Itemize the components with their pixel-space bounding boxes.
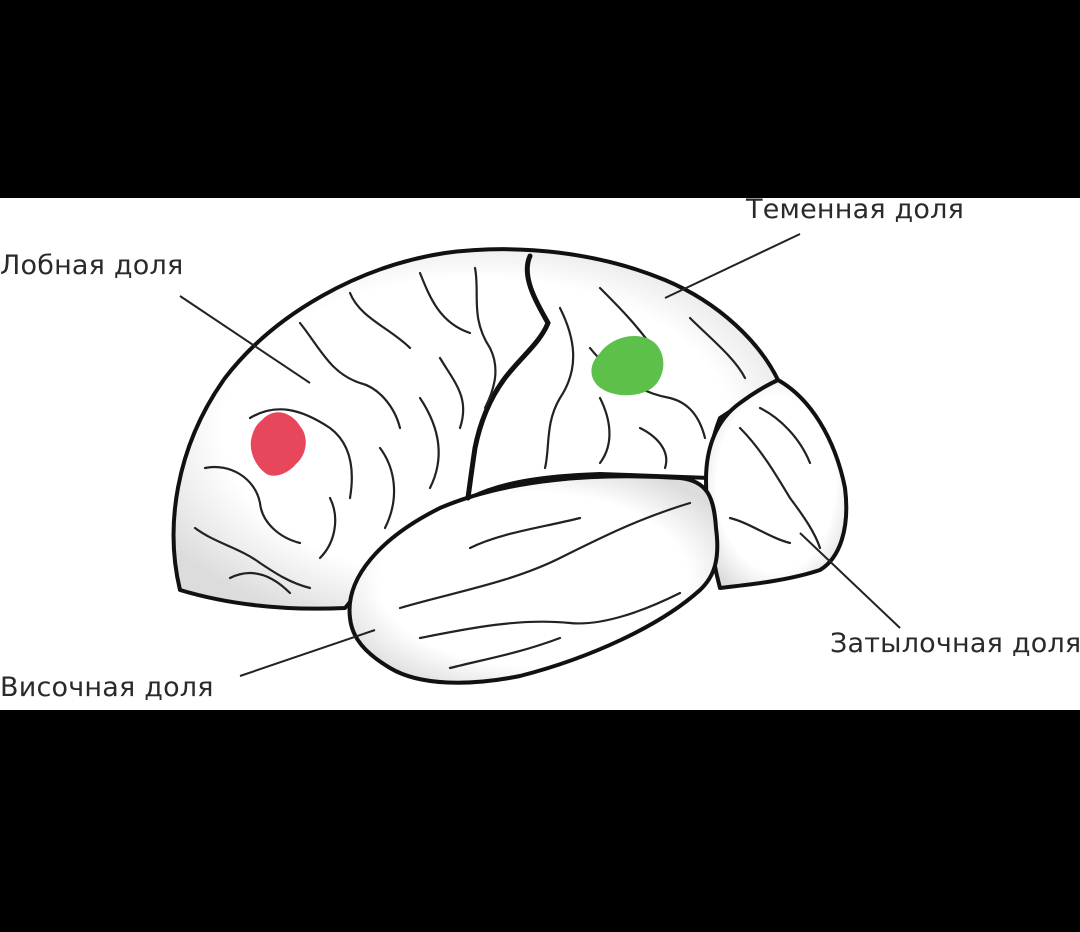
parietal-highlight-spot: [591, 335, 664, 396]
brain-illustration: [171, 233, 901, 685]
leader-line-parietal: [664, 233, 801, 299]
label-parietal-lobe: Теменная доля: [746, 198, 965, 225]
diagram-canvas: Лобная доля Теменная доля Височная доля …: [0, 198, 1080, 710]
occipital-lobe-outline: [704, 378, 849, 590]
leader-line-frontal: [179, 295, 311, 384]
label-frontal-lobe: Лобная доля: [0, 250, 184, 281]
central-sulcus: [465, 253, 551, 501]
leader-line-occipital: [799, 532, 901, 629]
leader-line-temporal: [239, 629, 376, 677]
label-occipital-lobe: Затылочная доля: [830, 628, 1080, 659]
frontal-highlight-spot: [250, 412, 306, 476]
leader-lines: [179, 233, 901, 677]
label-temporal-lobe: Височная доля: [0, 672, 214, 703]
